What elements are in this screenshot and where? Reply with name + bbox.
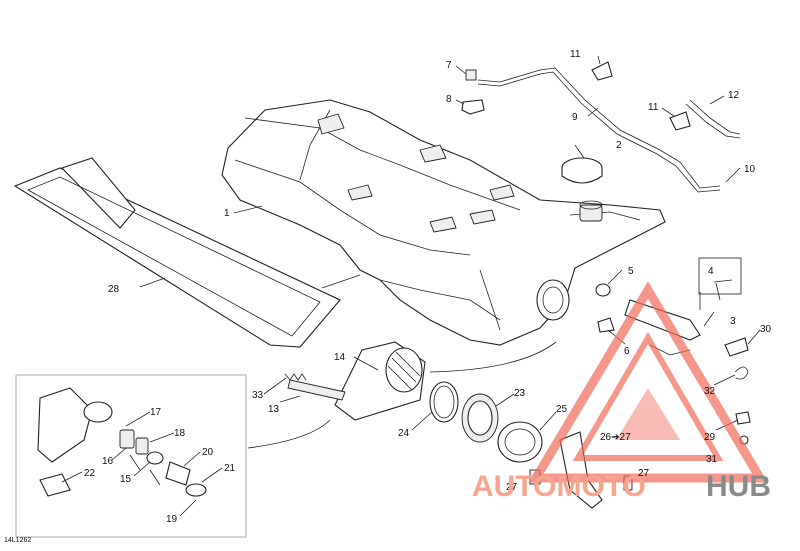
- callout-16: 16: [102, 456, 114, 467]
- callout-25: 25: [556, 404, 568, 415]
- callout-12: 12: [728, 90, 740, 101]
- part-11-clamp: [591, 61, 691, 131]
- callout-30: 30: [760, 324, 772, 335]
- leader-lines: [61, 55, 761, 517]
- part-2-fuel-cap: [561, 157, 603, 184]
- watermark-text-auto: AUTOMOTO: [472, 470, 646, 503]
- callout-11-right: 11: [648, 102, 659, 113]
- callout-6: 6: [624, 346, 630, 357]
- part-28-pad: [13, 157, 341, 348]
- callout-29: 29: [704, 432, 716, 443]
- part-7-8-vent-fitting: [461, 69, 485, 115]
- part-33-spring: [284, 373, 307, 381]
- callout-10: 10: [744, 164, 756, 175]
- part-1-fuel-tank: [221, 99, 666, 346]
- callout-8: 8: [446, 94, 452, 105]
- callout-28: 28: [108, 284, 120, 295]
- callout-31: 31: [706, 454, 718, 465]
- callout-labels: 1 2 3 4 5 6 7 8 9 10 11 11 12 13 14 15 1…: [84, 49, 772, 525]
- callout-9: 9: [572, 112, 578, 123]
- callout-32: 32: [704, 386, 716, 397]
- part-14-pump-module: [287, 341, 426, 421]
- callout-21: 21: [224, 463, 236, 474]
- callout-22: 22: [84, 468, 96, 479]
- callout-7: 7: [446, 60, 452, 71]
- callout-14: 14: [334, 352, 346, 363]
- callout-13: 13: [268, 404, 280, 415]
- callout-4: 4: [708, 266, 714, 277]
- callout-18: 18: [174, 428, 186, 439]
- part-25-clamp-ring: [497, 421, 543, 463]
- automotohub-watermark-logo: [528, 281, 768, 483]
- callout-33: 33: [252, 390, 264, 401]
- watermark-text-hub: HUB: [706, 470, 771, 503]
- callout-15: 15: [120, 474, 132, 485]
- callout-23: 23: [514, 388, 526, 399]
- callout-24: 24: [398, 428, 410, 439]
- callout-11-top: 11: [570, 49, 581, 60]
- part-9-vent-hose: [477, 67, 741, 193]
- callout-1: 1: [224, 208, 230, 219]
- callout-2: 2: [616, 140, 622, 151]
- callout-26-to-27: 26➔27: [600, 432, 631, 443]
- part-24-oring: [429, 381, 459, 423]
- callout-19: 19: [166, 514, 178, 525]
- callout-27-left: 27: [506, 482, 518, 493]
- callout-20: 20: [202, 447, 214, 458]
- inset-pump-internals: [15, 374, 247, 538]
- callout-27-right: 27: [638, 468, 650, 479]
- callout-17: 17: [150, 407, 162, 418]
- callout-5: 5: [628, 266, 634, 277]
- diagram-reference-code: 14L1262: [4, 537, 31, 544]
- callout-3: 3: [730, 316, 736, 327]
- part-23-lock-ring: [461, 393, 499, 443]
- part-4-screw-box: [698, 257, 742, 295]
